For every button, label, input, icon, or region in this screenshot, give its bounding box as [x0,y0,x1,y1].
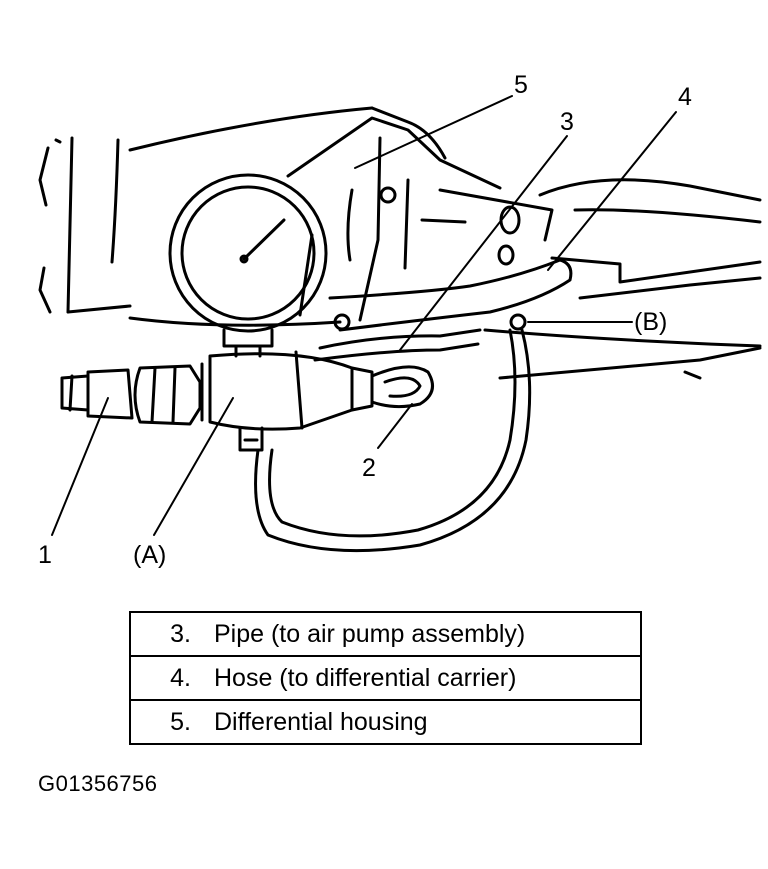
differential-housing [128,106,554,331]
parts-legend-table: 3. Pipe (to air pump assembly) 4. Hose (… [129,611,642,745]
vehicle-frame-outline [38,136,132,314]
callout-a: (A) [133,541,166,569]
tester-body [200,350,374,452]
legend-number: 5. [130,699,214,744]
legend-row: 4. Hose (to differential carrier) [130,655,641,700]
legend-description: Hose (to differential carrier) [214,655,641,700]
differential-hose [254,313,532,553]
legend-number: 4. [130,655,214,700]
callout-b: (B) [634,308,667,336]
callout-5: 5 [514,71,528,99]
legend-description: Pipe (to air pump assembly) [214,620,526,648]
hose-loop [370,365,434,409]
axle-tube [483,178,762,380]
legend-row: 3. Pipe (to air pump assembly) [130,612,641,656]
adapter-fitting [60,364,202,426]
callout-4: 4 [678,83,692,111]
air-pump-pipe [313,258,573,362]
legend-description: Differential housing [214,699,641,744]
figure-identifier: G01356756 [38,771,158,796]
gauge-needle [242,218,286,261]
legend-number: 3. [170,620,191,648]
leader-lines [51,95,677,536]
exploded-view-drawing: 5 3 4 (B) 2 (A) 1 [38,71,762,569]
legend-row: 5. Differential housing [130,699,641,744]
callout-3: 3 [560,108,574,136]
callout-2: 2 [362,454,376,482]
callout-1: 1 [38,541,52,569]
pressure-gauge [168,173,328,358]
